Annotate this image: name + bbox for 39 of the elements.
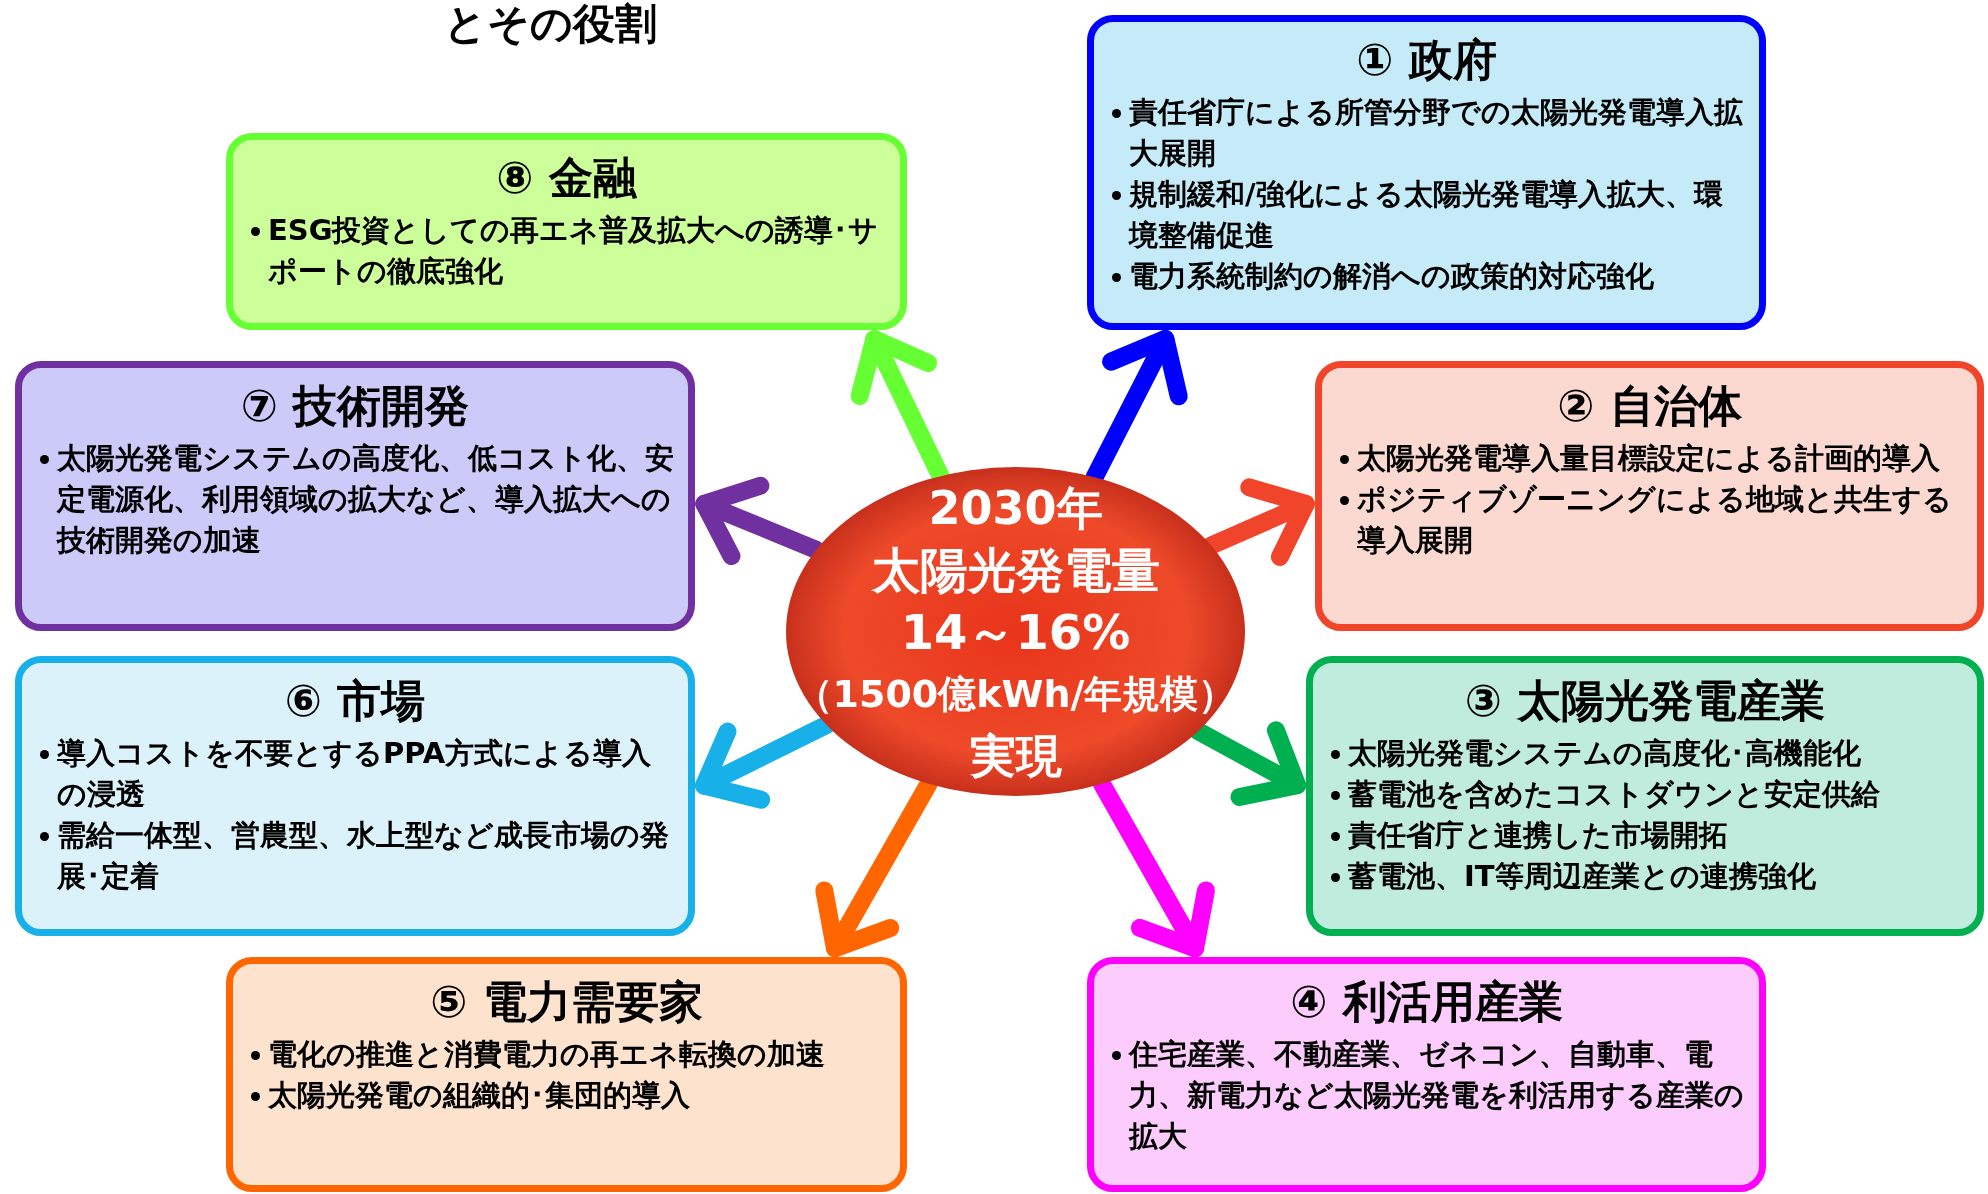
bullet-text: 需給一体型、営農型、水上型など成長市場の発展･定着 (57, 817, 670, 895)
bullet-text: 太陽光発電導入量目標設定による計画的導入 (1357, 440, 1940, 477)
role-box (226, 133, 907, 330)
goal-text: 太陽光発電量 (871, 540, 1160, 600)
bullet-text: 蓄電池、IT等周辺産業との連携強化 (1348, 858, 1816, 895)
title: とその役割 (444, 0, 657, 48)
bullet-text: ESG投資としての再エネ普及拡大への誘導･サポートの徹底強化 (268, 212, 880, 290)
bullet-text: 導入コストを不要とするPPA方式による導入の浸透 (57, 735, 653, 813)
role-heading: ⑦ 技術開発 (239, 379, 471, 433)
role-box (15, 361, 695, 631)
bullet-text: 電力系統制約の解消への政策的対応強化 (1129, 258, 1654, 295)
role-heading: ③ 太陽光発電産業 (1463, 674, 1827, 728)
role-heading: ① 政府 (1355, 33, 1498, 87)
bullet-text: 住宅産業、不動産業、ゼネコン、自動車、電力、新電力など太陽光発電を利活用する産業の拡大 (1129, 1036, 1745, 1155)
role-heading: ⑥ 市場 (283, 674, 427, 728)
bullet-text: ポジティブゾーニングによる地域と共生する導入展開 (1357, 481, 1953, 559)
bullet-text: 電化の推進と消費電力の再エネ転換の加速 (268, 1036, 825, 1073)
bullet-text: 責任省庁と連携した市場開拓 (1348, 817, 1728, 854)
role-box (15, 656, 695, 936)
role-box (1315, 361, 1984, 631)
bullet-text: 太陽光発電の組織的･集団的導入 (268, 1077, 690, 1114)
role-box (1306, 656, 1984, 936)
bullet-text: 規制緩和/強化による太陽光発電導入拡大、環境整備促進 (1129, 176, 1724, 254)
role-box (226, 957, 907, 1192)
goal-text: （1500億kWh/年規模） (794, 670, 1237, 718)
role-box (1087, 957, 1766, 1192)
role-heading: ⑤ 電力需要家 (429, 975, 704, 1029)
arrow (1189, 721, 1307, 806)
bullet-text: 責任省庁による所管分野での太陽光発電導入拡大展開 (1129, 94, 1744, 172)
bullet-text: 蓄電池を含めたコストダウンと安定供給 (1348, 776, 1880, 813)
goal-text: 14～16% (900, 602, 1131, 662)
bullet-text: 太陽光発電システムの高度化、低コスト化、安定電源化、利用領域の拡大など、導入拡大への技術開発の加速 (57, 440, 674, 559)
role-heading: ⑧ 金融 (495, 151, 638, 205)
goal-text: 2030年 (928, 479, 1103, 537)
role-box (1087, 15, 1766, 330)
role-heading: ② 自治体 (1556, 379, 1743, 433)
bullet-text: 太陽光発電システムの高度化･高機能化 (1348, 735, 1861, 772)
goal-text: 実現 (969, 727, 1062, 785)
role-heading: ④ 利活用産業 (1289, 975, 1564, 1029)
